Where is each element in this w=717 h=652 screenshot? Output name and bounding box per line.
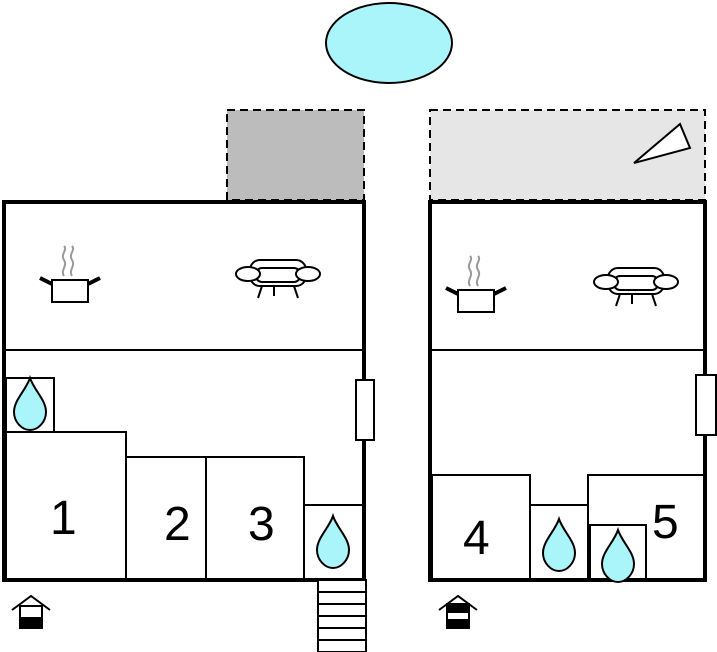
stairs-icon (317, 579, 367, 652)
upper-floor-icon (438, 594, 478, 629)
room-label-4: 4 (463, 512, 490, 565)
room-label-3: 3 (248, 498, 275, 551)
terrace-left (226, 109, 365, 201)
room-label-2: 2 (164, 498, 191, 551)
pool (325, 2, 453, 84)
room-label-5: 5 (652, 496, 679, 549)
window-icon (695, 374, 717, 436)
sun-lounger-icon (633, 122, 692, 164)
floor-right: 4 5 (428, 200, 717, 629)
window-icon (355, 379, 375, 441)
floor-left: 1 2 3 (2, 200, 375, 652)
floor-right-outline (428, 200, 707, 582)
room-label-1: 1 (50, 492, 77, 545)
entrance-icon (11, 594, 51, 629)
